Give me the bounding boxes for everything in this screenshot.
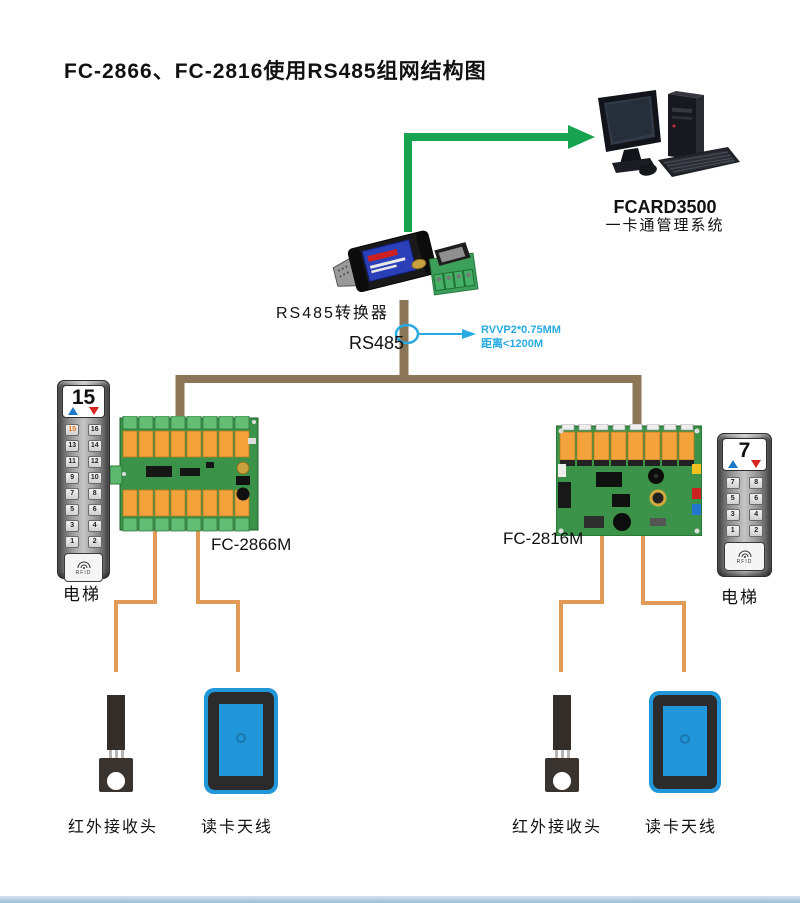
floor-buttons-right: 7 8 5 6 3 4 1 2	[718, 473, 771, 539]
rfid-label: RFID	[75, 569, 92, 576]
floor-display-left: 15	[62, 385, 105, 418]
rs485-bus-line	[175, 300, 642, 429]
elevator-keypad-left: 15 15 16 13 14 11 12 9 10 7 8 5 6 3 4 1 …	[57, 380, 110, 582]
callout-arrow-head	[462, 329, 476, 339]
blue-callout-ellipse	[394, 323, 420, 345]
up-arrow-icon	[728, 460, 738, 468]
card-antenna-label-right: 读卡天线	[645, 819, 718, 836]
card-antenna-label-left: 读卡天线	[201, 819, 274, 836]
floor-button: 7	[725, 477, 740, 489]
floor-button: 2	[749, 525, 764, 537]
floor-button: 4	[87, 520, 102, 532]
down-arrow-icon	[89, 407, 99, 415]
board-label-fc2816m: FC-2816M	[503, 529, 584, 548]
floor-button: 14	[87, 440, 102, 452]
down-arrow-icon	[751, 460, 761, 468]
rs485-bus-label: RS485	[349, 333, 405, 353]
card-antenna-icon-left	[204, 688, 278, 794]
diagram-title: FC-2866、FC-2816使用RS485组网结构图	[64, 60, 487, 83]
board-label-fc2866m: FC-2866M	[211, 535, 292, 554]
reader-wires	[114, 531, 686, 672]
floor-button: 8	[87, 488, 102, 500]
floor-button: 16	[87, 424, 102, 436]
floor-button: 6	[87, 504, 102, 516]
wire-right-ir	[559, 535, 604, 672]
floor-button: 3	[725, 509, 740, 521]
floor-button: 1	[65, 536, 80, 548]
floor-button: 9	[65, 472, 80, 484]
floor-button: 5	[65, 504, 80, 516]
up-arrow-icon	[68, 407, 78, 415]
converter-label: RS485转换器	[276, 305, 389, 322]
cable-spec-line1: RVVP2*0.75MM	[481, 324, 561, 336]
rs485-converter-icon	[332, 230, 479, 296]
elevator-caption-right: 电梯	[721, 588, 759, 607]
rfid-label: RFID	[736, 558, 753, 565]
cable-spec-note: RVVP2*0.75MM 距离<1200M	[481, 323, 561, 351]
controller-board-fc2816m	[556, 424, 702, 536]
floor-button: 12	[87, 456, 102, 468]
floor-button: 13	[65, 440, 80, 452]
floor-button: 7	[65, 488, 80, 500]
elevator-keypad-right: 7 7 8 5 6 3 4 1 2 RFID	[717, 433, 772, 577]
floor-button: 1	[725, 525, 740, 537]
card-antenna-icon-right	[649, 691, 721, 793]
floor-buttons-left: 15 16 13 14 11 12 9 10 7 8 5 6 3 4 1 2	[58, 420, 109, 550]
computer-caption: FCARD3500 一卡通管理系统	[590, 197, 740, 234]
floor-button: 4	[749, 509, 764, 521]
computer-icon	[598, 90, 740, 177]
computer-caption-line2: 一卡通管理系统	[605, 217, 725, 234]
ir-receiver-icon-right	[545, 695, 579, 792]
controller-board-fc2866m	[110, 416, 259, 532]
ir-receiver-icon-left	[99, 695, 133, 792]
rfid-pad-left: RFID	[64, 553, 103, 582]
wire-right-antenna	[641, 535, 686, 672]
wire-left-antenna	[196, 531, 240, 672]
rfid-pad-right: RFID	[724, 542, 765, 571]
floor-button: 3	[65, 520, 80, 532]
floor-button: 8	[749, 477, 764, 489]
floor-button: 2	[87, 536, 102, 548]
footer-strip	[0, 896, 800, 903]
ir-receiver-label-right: 红外接收头	[512, 819, 603, 836]
floor-button: 15	[65, 424, 80, 436]
floor-button: 10	[87, 472, 102, 484]
cable-callout	[394, 323, 476, 345]
floor-display-left-value: 15	[71, 386, 96, 409]
rfid-wave-icon	[738, 550, 751, 558]
floor-display-right: 7	[722, 438, 767, 471]
rfid-wave-icon	[77, 561, 90, 569]
elevator-caption-left: 电梯	[63, 585, 101, 604]
green-arrow	[404, 125, 595, 232]
ir-receiver-label-left: 红外接收头	[68, 819, 159, 836]
wire-left-ir	[114, 531, 157, 672]
floor-display-right-value: 7	[738, 439, 751, 462]
cable-spec-line2: 距离<1200M	[481, 338, 544, 350]
floor-button: 6	[749, 493, 764, 505]
floor-button: 5	[725, 493, 740, 505]
computer-caption-line1: FCARD3500	[613, 197, 717, 217]
floor-button: 11	[65, 456, 80, 468]
